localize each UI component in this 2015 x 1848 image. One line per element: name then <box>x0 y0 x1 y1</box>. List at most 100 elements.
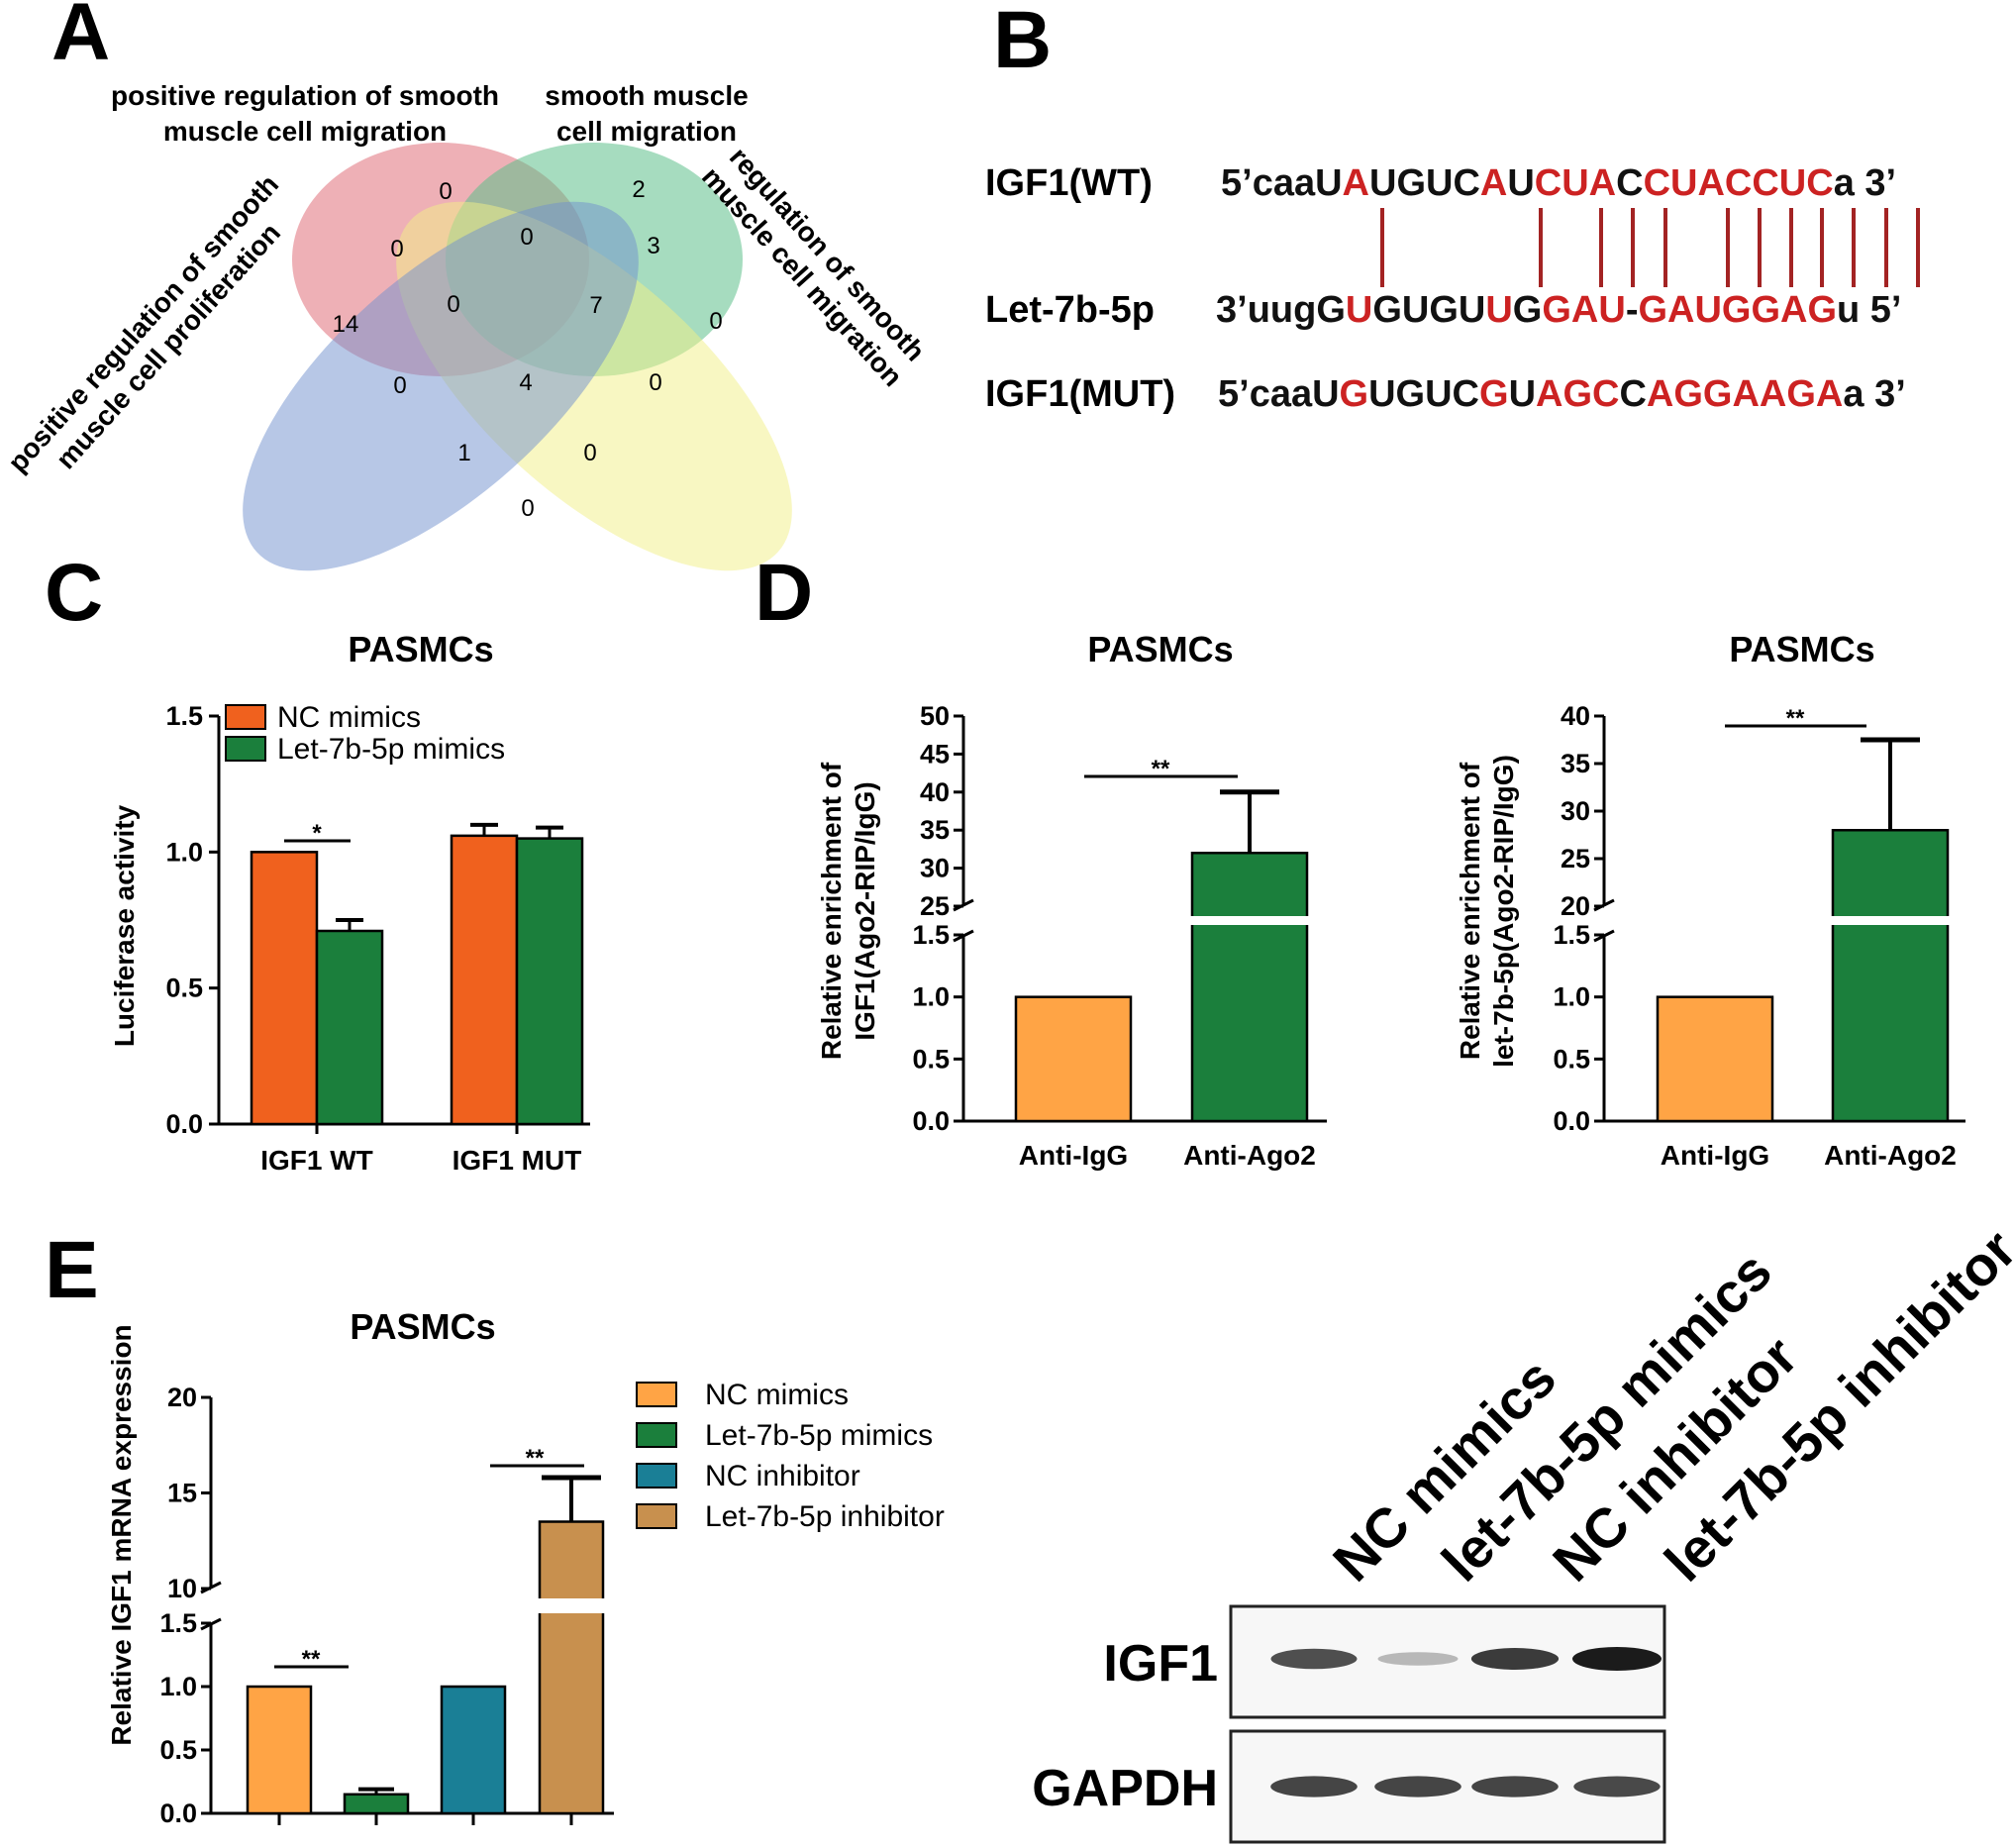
y-tick-label: 15 <box>167 1479 197 1508</box>
sequence-alignment: IGF1(WT) Let-7b-5p IGF1(MUT) 5’caaUAUGUC… <box>985 162 1920 415</box>
y-tick-label: 1.5 <box>912 920 950 950</box>
chart-e-ylabel: Relative IGF1 mRNA expression <box>106 1324 137 1745</box>
chart-d2: PASMCs Relative enrichment of let-7b-5p(… <box>1455 629 1965 1171</box>
bar <box>315 929 384 1126</box>
seq-segment: C <box>1619 373 1646 415</box>
bar <box>1656 995 1774 1123</box>
band <box>1573 1776 1661 1797</box>
y-tick-label: 0.0 <box>159 1798 197 1828</box>
y-tick-label: 45 <box>920 739 950 769</box>
seq-label-igf1-mut: IGF1(MUT) <box>985 373 1175 415</box>
legend-label: Let-7b-5p mimics <box>705 1419 933 1452</box>
legend-label: NC inhibitor <box>705 1460 860 1492</box>
venn-count: 0 <box>583 440 596 466</box>
seq-segment: UGUC <box>1368 373 1479 415</box>
seq-highlight: U <box>1346 289 1372 331</box>
band <box>1374 1776 1461 1797</box>
y-tick-label: 1.5 <box>165 701 203 731</box>
y-tick-label: 0.5 <box>165 974 203 1003</box>
venn-label-green-line1: smooth muscle <box>545 80 748 111</box>
panel-label-c: C <box>45 548 103 638</box>
legend-label: Let-7b-5p mimics <box>277 733 505 766</box>
y-tick-label: 0.0 <box>1553 1106 1590 1136</box>
y-tick-label: 20 <box>1561 891 1590 921</box>
bar <box>440 1685 507 1815</box>
x-tick-label: IGF1 MUT <box>453 1145 582 1176</box>
bar-lower <box>1190 925 1309 1123</box>
legend-swatch <box>225 736 266 762</box>
band <box>1471 1776 1559 1797</box>
seq-highlight: A <box>1480 162 1507 204</box>
legend-swatch <box>636 1382 677 1407</box>
band <box>1572 1647 1662 1671</box>
y-tick-label: 0.5 <box>912 1044 950 1074</box>
seq-segment: U <box>1507 162 1534 204</box>
venn-label-red-line1: positive regulation of smooth <box>111 80 499 111</box>
seq-segment: a 3’ <box>1843 373 1905 415</box>
seq-label-igf1-wt: IGF1(WT) <box>985 162 1153 204</box>
legend-label: NC mimics <box>277 701 421 734</box>
venn-count: 0 <box>447 291 459 318</box>
seq-highlight: AGGAAGA <box>1647 373 1843 415</box>
seq-highlight: GAU <box>1542 289 1625 331</box>
band <box>1270 1776 1358 1797</box>
venn-label-blue-line1: positive regulation of smooth <box>2 169 284 478</box>
venn-count: 1 <box>457 440 470 466</box>
y-tick-label: 40 <box>1561 701 1590 731</box>
legend-swatch <box>636 1503 677 1529</box>
y-tick-label: 1.0 <box>159 1672 197 1701</box>
y-tick-label: 10 <box>167 1574 197 1603</box>
x-tick-label: Anti-Ago2 <box>1824 1140 1957 1171</box>
venn-count: 0 <box>439 178 452 205</box>
chart-d1: PASMCs Relative enrichment of IGF1(Ago2-… <box>816 629 1327 1171</box>
x-tick-label: IGF1 WT <box>260 1145 373 1176</box>
y-tick-label: 1.0 <box>165 837 203 867</box>
chart-c-title: PASMCs <box>348 629 493 669</box>
chart-e-title: PASMCs <box>350 1306 495 1347</box>
seq-segment: 3’uugG <box>1216 289 1346 331</box>
seq-igf1-mut: 5’caaUGUGUCGUAGCCAGGAAGAa 3’ <box>1218 373 1906 415</box>
chart-d1-title: PASMCs <box>1087 629 1233 669</box>
y-tick-label: 1.0 <box>1553 982 1590 1012</box>
seq-segment: G <box>1513 289 1543 331</box>
panel-label-b: B <box>993 0 1052 85</box>
bar <box>250 851 319 1126</box>
venn-label-green-line2: cell migration <box>556 116 737 147</box>
seq-highlight: CUACCUC <box>1644 162 1834 204</box>
bar <box>515 837 584 1126</box>
bar <box>450 834 519 1126</box>
y-tick-label: 35 <box>920 815 950 845</box>
seq-segment: UGUC <box>1369 162 1480 204</box>
y-tick-label: 30 <box>920 854 950 883</box>
legend-swatch <box>636 1463 677 1489</box>
x-tick-label: Anti-IgG <box>1661 1140 1769 1171</box>
seq-let7b-5p: 3’uugGUGUGUUGGAU-GAUGGAGu 5’ <box>1216 289 1902 331</box>
base-pair-lines <box>1380 208 1920 287</box>
chart-d2-title: PASMCs <box>1729 629 1874 669</box>
protein-label: IGF1 <box>1103 1635 1218 1693</box>
legend-swatch <box>636 1422 677 1448</box>
bar-lower <box>1831 925 1950 1123</box>
protein-label: GAPDH <box>1032 1760 1218 1817</box>
venn-label-yellow-line1: regulation of smooth <box>724 142 931 367</box>
y-tick-label: 25 <box>920 891 950 921</box>
panel-label-e: E <box>45 1225 99 1315</box>
seq-segment: - <box>1626 289 1639 331</box>
venn-count: 0 <box>649 369 661 396</box>
y-tick-label: 0.5 <box>159 1735 197 1765</box>
bar <box>246 1685 313 1815</box>
venn-count: 2 <box>632 176 645 203</box>
bar-upper <box>1190 851 1309 916</box>
seq-highlight: AGC <box>1536 373 1619 415</box>
seq-segment: GUGU <box>1372 289 1485 331</box>
chart-d1-ylabel-line2: IGF1(Ago2-RIP/IgG) <box>850 781 880 1040</box>
y-tick-label: 20 <box>167 1383 197 1412</box>
legend-swatch <box>225 704 266 730</box>
y-tick-label: 1.5 <box>1553 920 1590 950</box>
seq-highlight: GAUGGAG <box>1638 289 1837 331</box>
bar <box>343 1793 410 1815</box>
y-tick-label: 0.0 <box>912 1106 950 1136</box>
band <box>1470 1648 1560 1670</box>
